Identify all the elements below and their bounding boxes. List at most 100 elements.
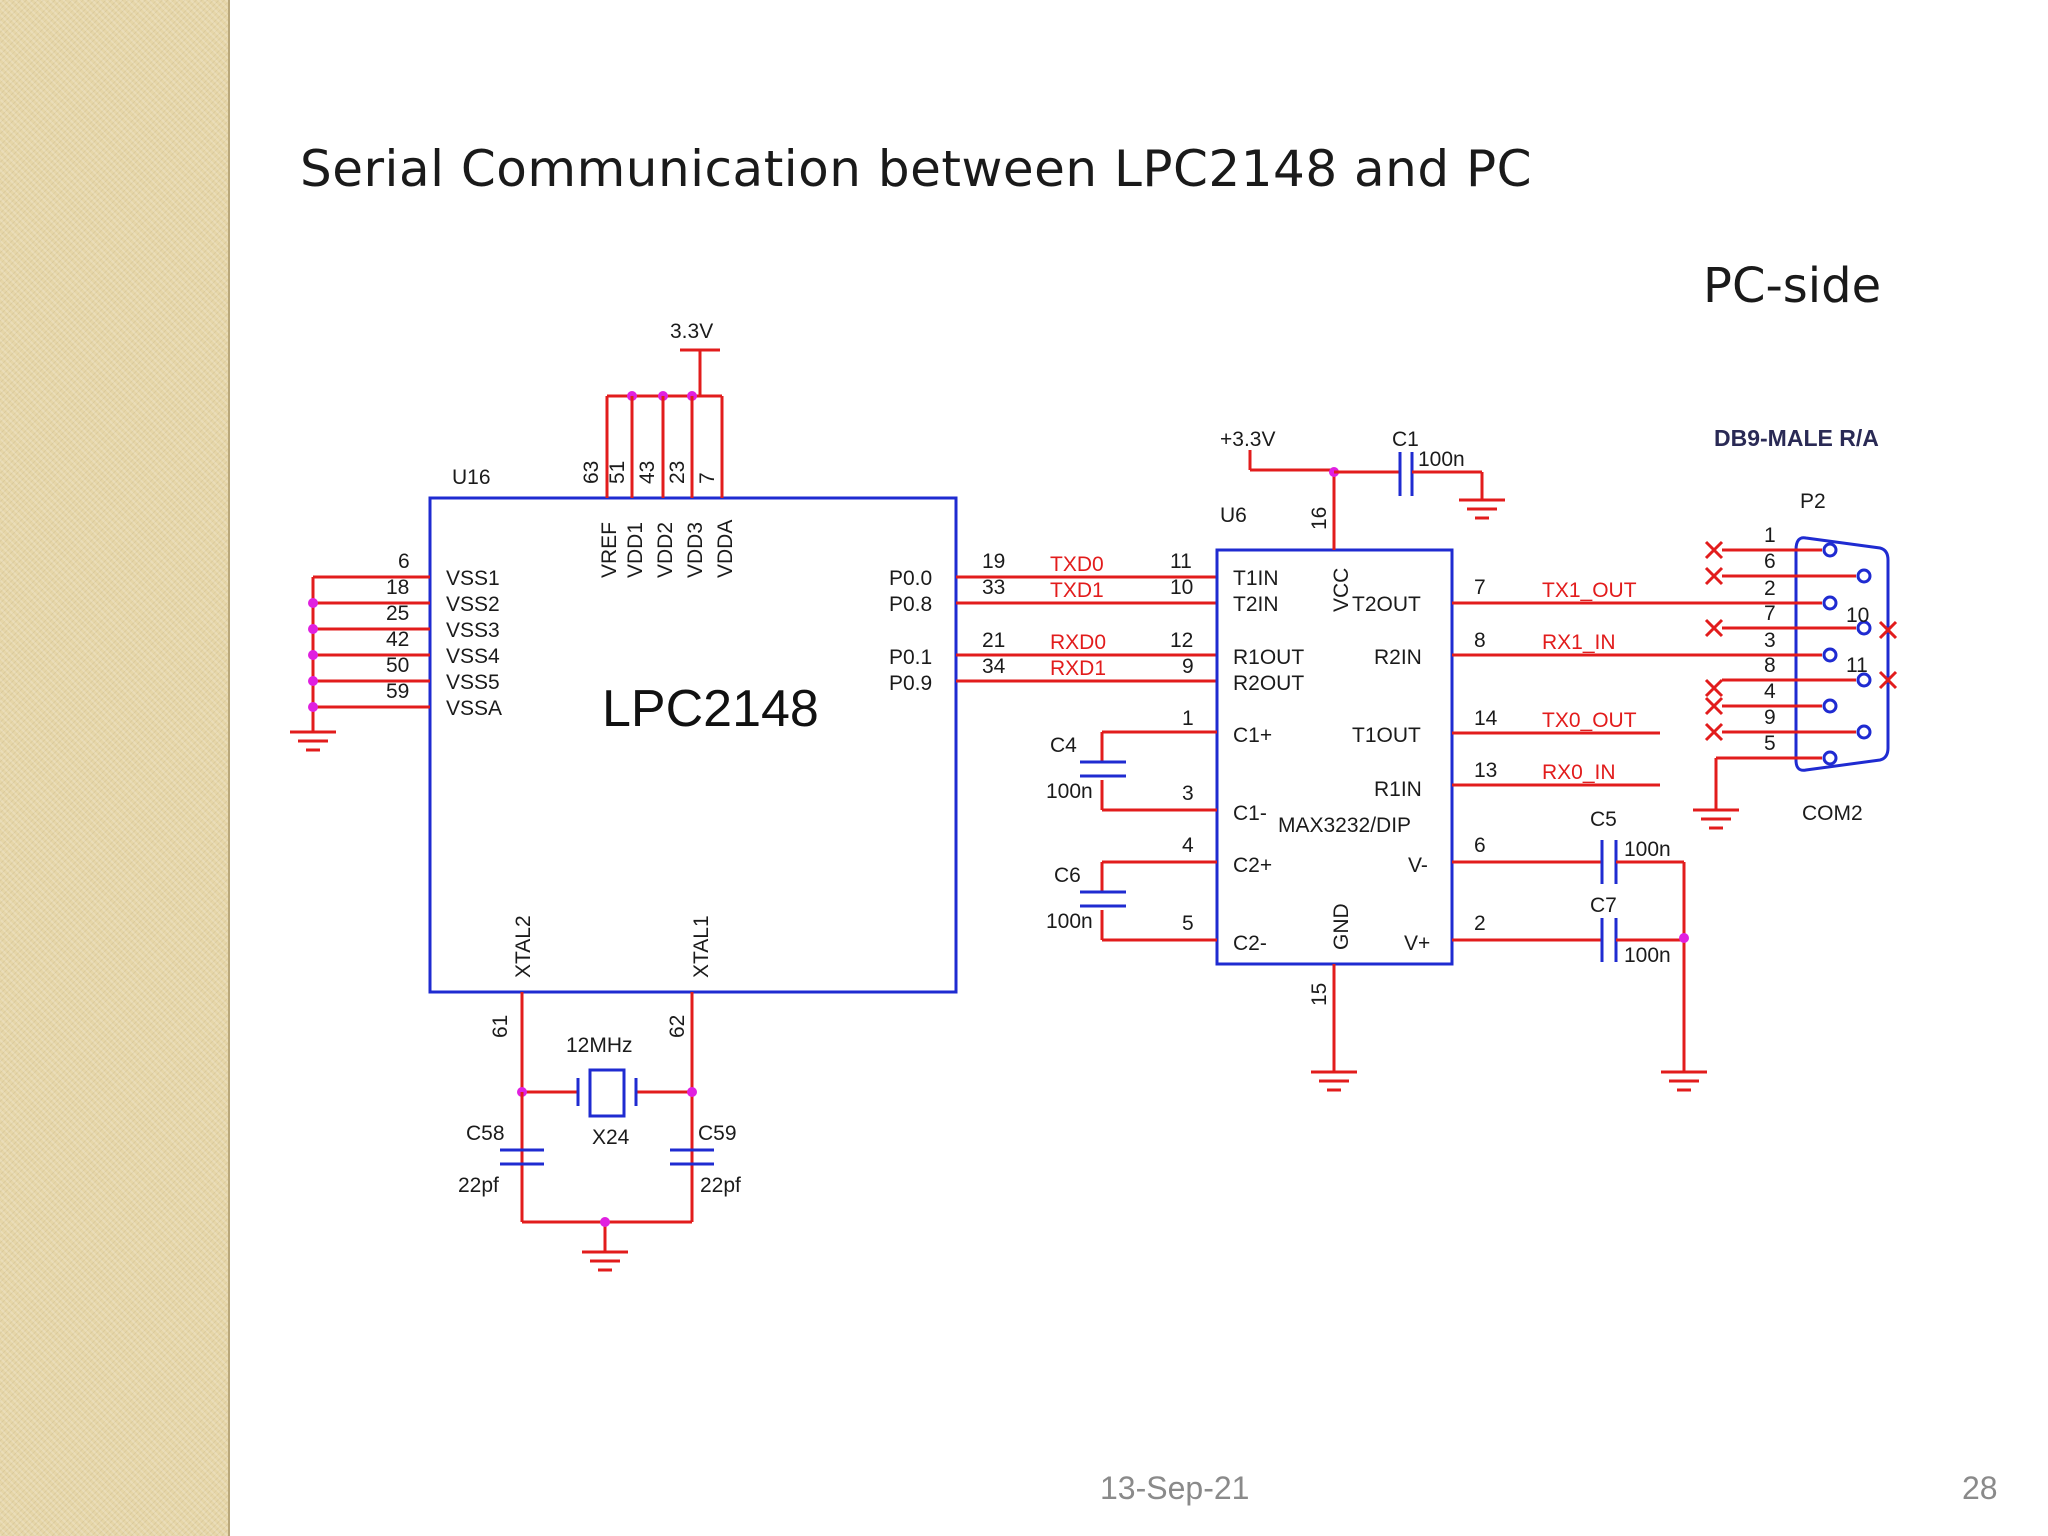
pin-number: 9 [1182, 655, 1194, 678]
pin-name: VSS1 [446, 567, 500, 590]
pin-name: VDD3 [684, 522, 707, 578]
pin-name: P0.9 [889, 672, 932, 695]
db9-pin-hole [1856, 724, 1872, 740]
pin-name: C1+ [1233, 724, 1272, 747]
pin-number: 42 [386, 628, 409, 651]
cap-c4-value: 100n [1046, 780, 1093, 803]
crystal-ref: X24 [592, 1126, 630, 1149]
pin-number: 3 [1182, 782, 1194, 805]
net-label-txd0: TXD0 [1050, 553, 1104, 576]
crystal-freq: 12MHz [566, 1034, 633, 1057]
db9-shell [1794, 536, 1890, 772]
net-label-rx0-in: RX0_IN [1542, 761, 1616, 784]
ground-symbol [582, 1250, 628, 1272]
pin-number: 33 [982, 576, 1005, 599]
pin-number: 4 [1182, 834, 1194, 857]
pin-name: T1IN [1233, 567, 1279, 590]
pin-name: V+ [1404, 932, 1430, 955]
pin-name: P0.1 [889, 646, 932, 669]
pin-number: 11 [1170, 550, 1192, 573]
pin-number: 7 [696, 472, 719, 484]
crystal-circuit: 12MHz X24 C58 22pf C59 22pf [458, 992, 741, 1272]
pin-number: 50 [386, 654, 409, 677]
junction-dot [308, 650, 318, 660]
junction-dot [308, 598, 318, 608]
db9-ref: P2 [1800, 490, 1826, 513]
lpc2148-chip: U16 LPC2148 3.3V 63 51 43 23 7 VREF VDD1… [290, 320, 1006, 1038]
pin-name: VSS5 [446, 671, 500, 694]
junction-dot [308, 702, 318, 712]
crystal-x24 [588, 1068, 626, 1118]
db9-pin-hole [1822, 595, 1838, 611]
db9-title: DB9-MALE R/A [1714, 425, 1879, 451]
pin-number: 18 [386, 576, 409, 599]
db9-pin-hole [1856, 672, 1872, 688]
pin-number: 8 [1764, 654, 1776, 677]
pin-name: P0.8 [889, 593, 932, 616]
max3232-chip: U6 MAX3232/DIP +3.3V C1 100n 16 VCC GND … [1170, 428, 1505, 1092]
junction-dot [308, 676, 318, 686]
pin-number: 15 [1308, 983, 1331, 1006]
max-ref-label: U6 [1220, 504, 1247, 527]
pin-name: T1OUT [1352, 724, 1421, 747]
pin-name: V- [1408, 854, 1428, 877]
pin-number: 59 [386, 680, 409, 703]
cap-c1-value: 100n [1418, 448, 1465, 471]
ground-symbol [1311, 1070, 1357, 1092]
pin-number: 10 [1170, 576, 1193, 599]
db9-pin-hole [1822, 542, 1838, 558]
pin-number: 6 [1764, 550, 1776, 573]
pin-name: VSS3 [446, 619, 500, 642]
ground-symbol [1661, 1070, 1707, 1092]
cap-c7-ref: C7 [1590, 894, 1617, 917]
cap-c59-ref: C59 [698, 1122, 737, 1145]
footer-page-number: 28 [1962, 1470, 1998, 1506]
net-label-rxd0: RXD0 [1050, 631, 1106, 654]
pin-name: VREF [598, 522, 621, 578]
pin-number: 7 [1764, 602, 1776, 625]
pin-name: R1OUT [1233, 646, 1304, 669]
pin-name: VSSA [446, 697, 502, 720]
slide-sidebar-texture [0, 0, 230, 1536]
cap-c58-value: 22pf [458, 1174, 499, 1197]
pin-name: C2+ [1233, 854, 1272, 877]
pin-name: T2IN [1233, 593, 1279, 616]
pin-number: 25 [386, 602, 409, 625]
pc-side-label: PC-side [1703, 258, 1882, 314]
net-label-rxd1: RXD1 [1050, 657, 1106, 680]
pin-name: T2OUT [1352, 593, 1421, 616]
pin-number: 34 [982, 655, 1006, 678]
pin-name: C2- [1233, 932, 1267, 955]
max-supply-label: +3.3V [1220, 428, 1275, 451]
ground-symbol [1693, 808, 1739, 830]
cap-c1-ref: C1 [1392, 428, 1419, 451]
pin-number: 10 [1846, 604, 1869, 627]
db9-pin-hole [1856, 568, 1872, 584]
charge-pump-caps: C4 100n C6 100n [1046, 730, 1217, 942]
pin-number: 4 [1764, 680, 1776, 703]
net-label-rx1-in: RX1_IN [1542, 631, 1616, 654]
db9-pin-hole [1856, 620, 1872, 636]
pin-number: 2 [1474, 912, 1486, 935]
pin-name: VSS4 [446, 645, 500, 668]
pin-number: 3 [1764, 629, 1776, 652]
db9-pin-hole [1822, 750, 1838, 766]
net-label-tx0-out: TX0_OUT [1542, 709, 1637, 732]
pin-name: GND [1330, 903, 1353, 950]
cap-c6-ref: C6 [1054, 864, 1081, 887]
pin-number: 2 [1764, 577, 1776, 600]
pin-number: 19 [982, 550, 1005, 573]
pin-number: 63 [580, 461, 603, 484]
max-name-label: MAX3232/DIP [1278, 814, 1411, 837]
pin-number: 8 [1474, 629, 1486, 652]
pin-name: VDD1 [624, 522, 647, 578]
lpc-supply-label: 3.3V [670, 320, 713, 343]
pin-number: 7 [1474, 576, 1486, 599]
pin-number: 14 [1474, 707, 1498, 730]
pin-name: VDD2 [654, 522, 677, 578]
junction-dot [308, 624, 318, 634]
pin-name: P0.0 [889, 567, 932, 590]
cap-c59-value: 22pf [700, 1174, 741, 1197]
pin-number: 11 [1846, 654, 1868, 677]
